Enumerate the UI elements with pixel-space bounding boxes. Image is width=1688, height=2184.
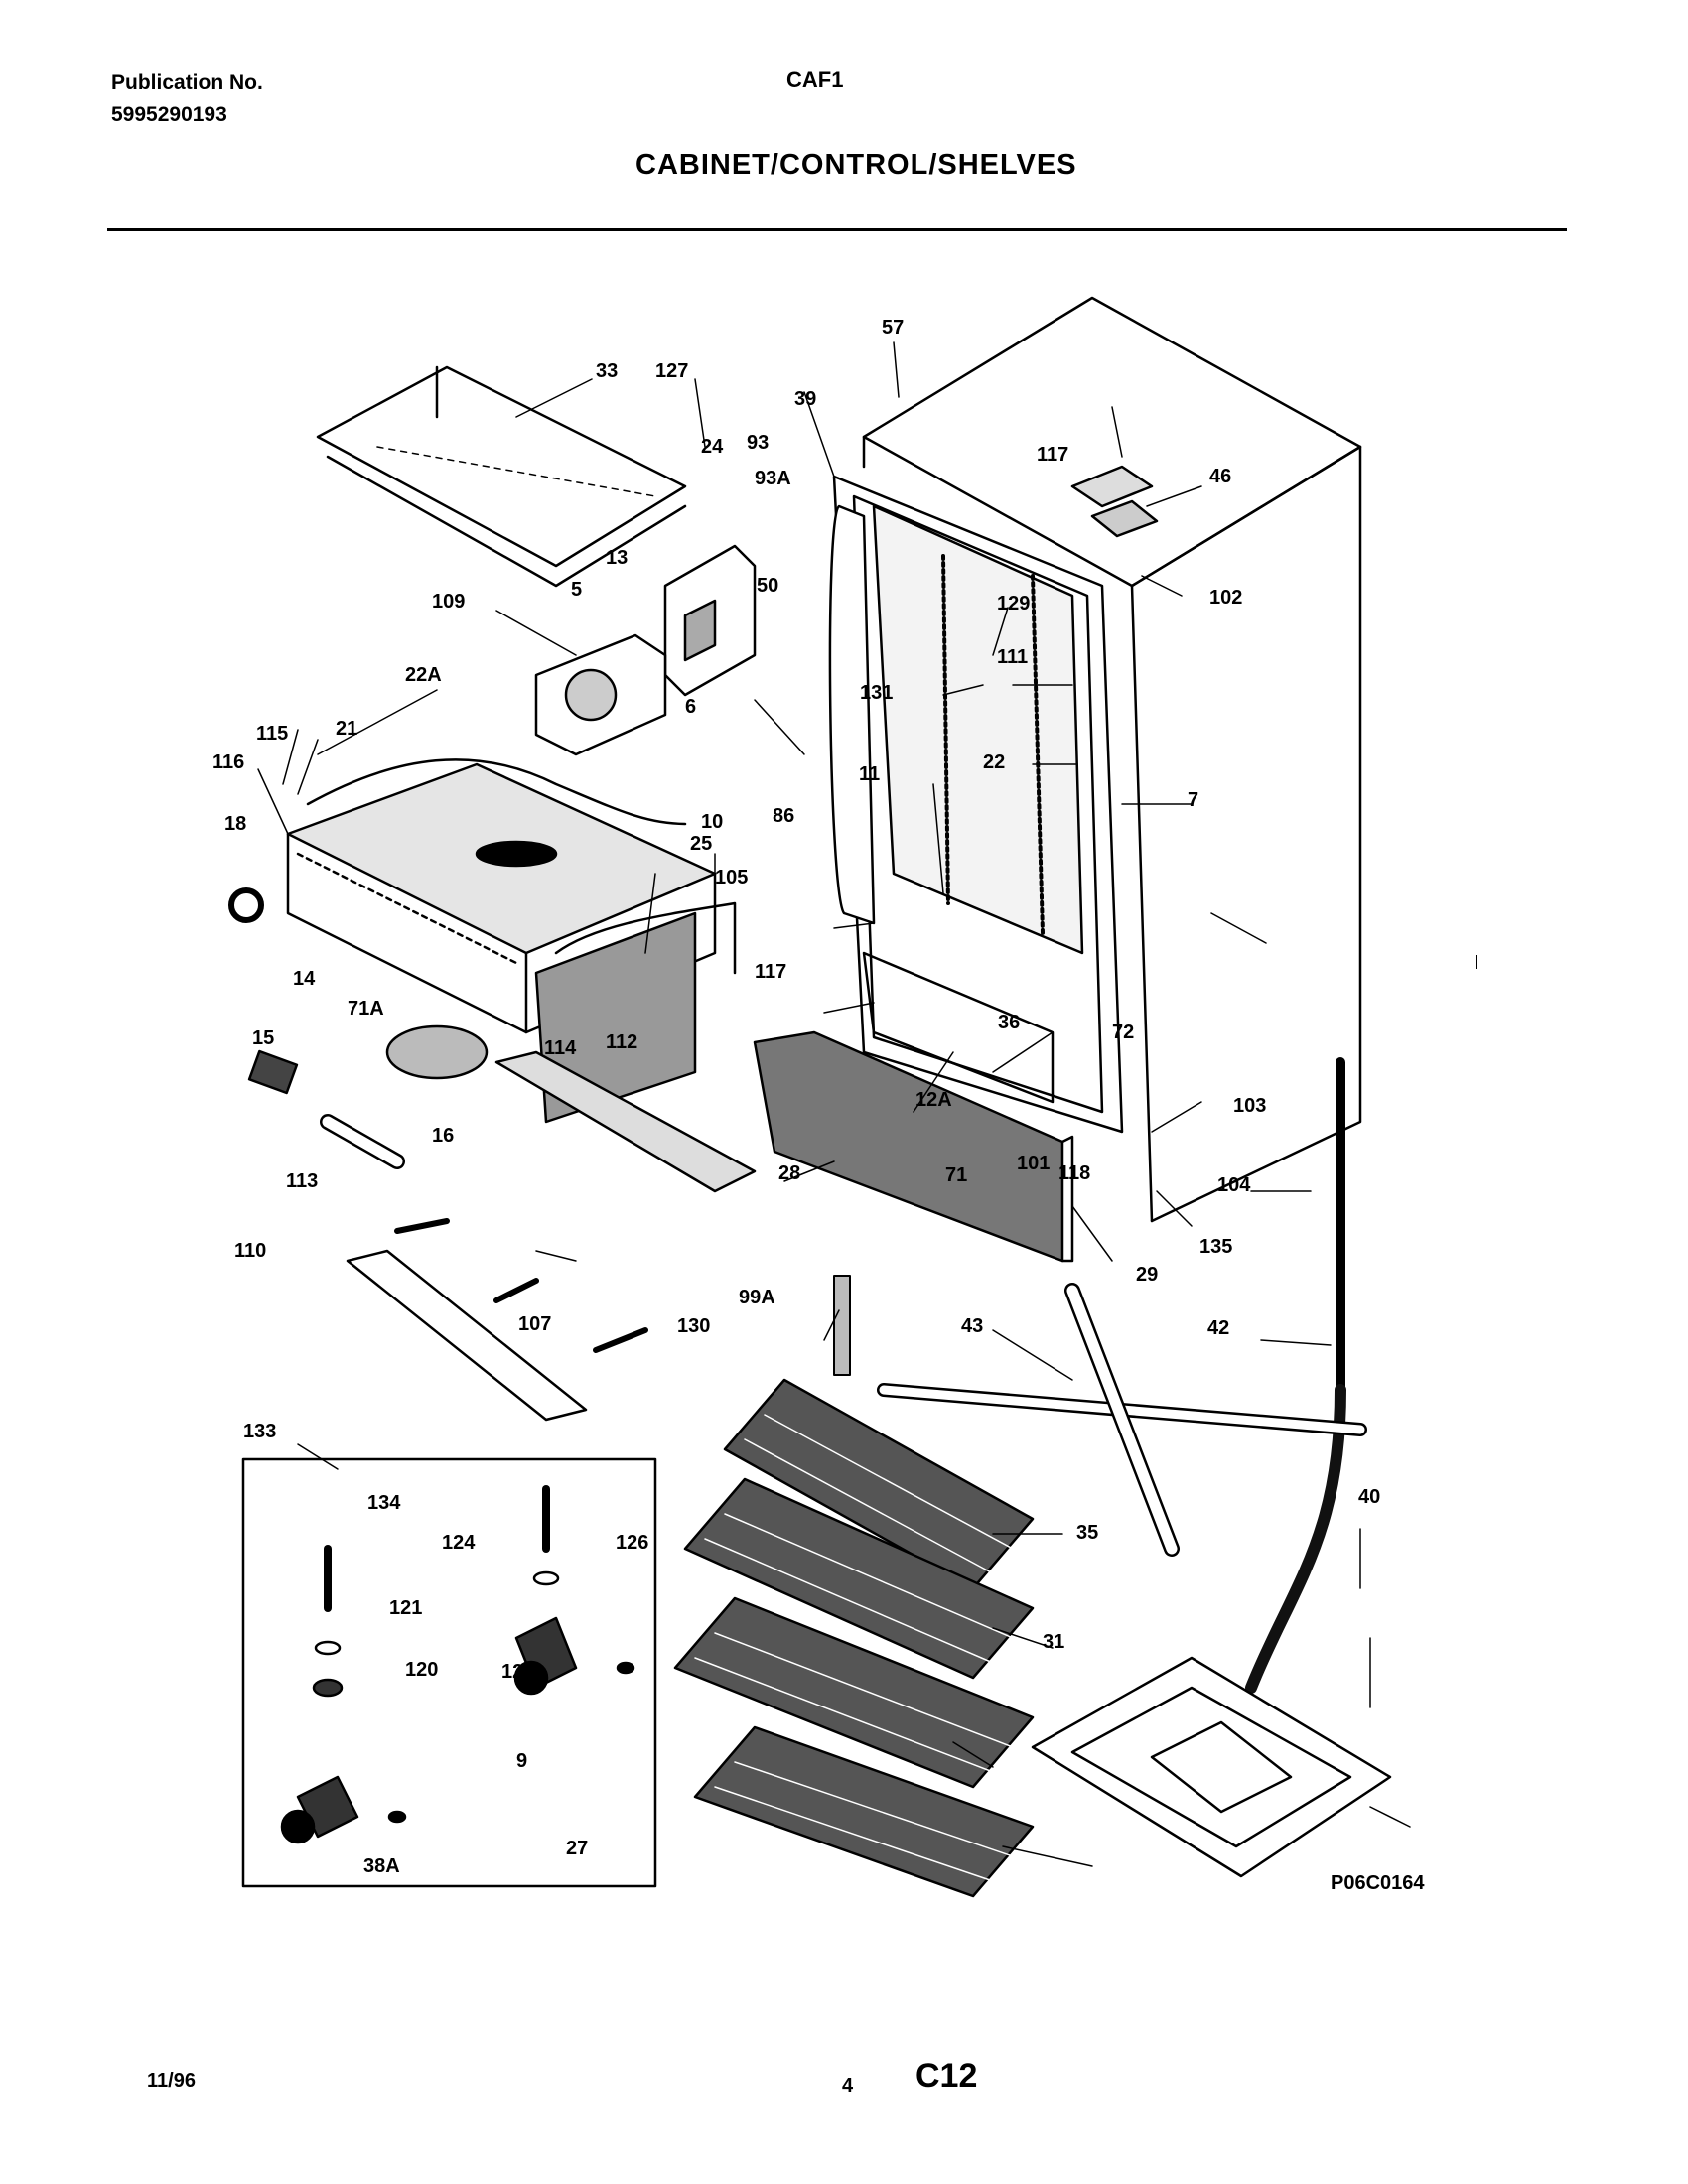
model-number: CAF1: [786, 68, 844, 92]
part-callout-46: 46: [1209, 466, 1231, 487]
part-callout-110: 110: [234, 1240, 266, 1262]
part-callout-117: 117: [755, 961, 786, 983]
part-callout-13: 13: [606, 547, 628, 569]
part-callout-117: 117: [1037, 444, 1068, 466]
page-title: CABINET/CONTROL/SHELVES: [635, 149, 1077, 181]
edge-mark: [1476, 955, 1477, 969]
cabinet-body: [828, 296, 1362, 1223]
part-callout-116: 116: [212, 751, 244, 773]
part-callout-107: 107: [518, 1313, 551, 1335]
exploded-parts-diagram: 33127249393A1355010922A21115116182510511…: [212, 296, 1411, 1898]
part-callout-10: 10: [701, 811, 723, 833]
evaporator-assembly: [286, 762, 717, 1124]
part-callout-114: 114: [544, 1037, 577, 1059]
part-callout-5: 5: [571, 579, 582, 601]
publication-number: 5995290193: [111, 103, 227, 126]
part-callout-36: 36: [998, 1012, 1020, 1033]
part-callout-50: 50: [757, 575, 778, 597]
part-callout-40: 40: [1358, 1486, 1380, 1508]
drain-pan: [1031, 1656, 1392, 1878]
lower-trim: [494, 1050, 757, 1193]
part-callout-29: 29: [1136, 1264, 1158, 1286]
publication-label: Publication No.: [111, 71, 263, 94]
part-callout-134: 134: [367, 1492, 401, 1514]
part-callout-118: 118: [1058, 1162, 1090, 1184]
part-callout-120: 120: [405, 1659, 438, 1681]
part-callout-16: 16: [432, 1125, 454, 1147]
rear-bracket: [316, 365, 687, 588]
part-callout-129: 129: [997, 593, 1030, 614]
part-callout-18: 18: [224, 813, 246, 835]
part-callout-113: 113: [286, 1170, 318, 1192]
part-callout-12A: 12A: [915, 1089, 952, 1111]
part-callout-99A: 99A: [739, 1287, 775, 1308]
part-callout-72: 72: [1112, 1022, 1134, 1043]
part-callout-103: 103: [1233, 1095, 1266, 1117]
part-callout-109: 109: [432, 591, 465, 613]
part-callout-31: 31: [1043, 1631, 1064, 1653]
footer-date: 11/96: [147, 2070, 196, 2092]
part-callout-111: 111: [997, 646, 1028, 668]
part-callout-71A: 71A: [348, 998, 384, 1020]
part-callout-102: 102: [1209, 587, 1242, 609]
part-callout-135: 135: [1199, 1236, 1232, 1258]
part-callout-124: 124: [442, 1532, 476, 1554]
part-callout-14: 14: [293, 968, 316, 990]
part-callout-131: 131: [860, 682, 893, 704]
part-callout-105: 105: [715, 867, 748, 888]
tubing: [306, 758, 687, 826]
part-callout-42: 42: [1207, 1317, 1229, 1339]
part-callout-22: 22: [983, 751, 1005, 773]
top-hinge-bracket: [1070, 465, 1159, 538]
part-callout-35: 35: [1076, 1522, 1098, 1544]
part-callout-130: 130: [677, 1315, 710, 1337]
part-callout-6: 6: [685, 696, 696, 718]
part-callout-101: 101: [1017, 1153, 1050, 1174]
part-callout-104: 104: [1217, 1174, 1251, 1196]
part-callout-27: 27: [566, 1838, 588, 1859]
control-housing: [663, 544, 757, 697]
part-callout-127: 127: [655, 360, 688, 382]
part-callout-33: 33: [596, 360, 618, 382]
footer-code: C12: [915, 2057, 978, 2095]
part-callout-38A: 38A: [363, 1855, 400, 1877]
part-callout-126: 126: [616, 1532, 648, 1554]
part-callout-43: 43: [961, 1315, 983, 1337]
header-rule: [107, 228, 1567, 231]
part-callout-121: 121: [389, 1597, 422, 1619]
fan-shroud: [385, 1024, 489, 1080]
toe-grille: [753, 1030, 1064, 1263]
part-callout-24: 24: [701, 436, 724, 458]
footer-page: 4: [842, 2075, 854, 2097]
part-callout-93A: 93A: [755, 468, 791, 489]
part-callout-93: 93: [747, 432, 769, 454]
part-callout-9: 9: [516, 1750, 527, 1772]
part-callout-15: 15: [252, 1027, 274, 1049]
part-callout-112: 112: [606, 1031, 637, 1053]
part-callout-7: 7: [1188, 789, 1198, 811]
control-bracket: [534, 633, 667, 756]
part-callout-21: 21: [336, 718, 357, 740]
wire-shelves: [673, 1378, 1035, 1898]
part-callout-28: 28: [778, 1162, 800, 1184]
caster-parts: [280, 1485, 635, 1844]
drawing-code: P06C0164: [1331, 1872, 1425, 1894]
part-callout-39: 39: [794, 388, 816, 410]
lower-bracket: [346, 1249, 588, 1422]
part-callout-122: 122: [501, 1661, 534, 1683]
part-callout-71: 71: [945, 1164, 967, 1186]
part-callout-22A: 22A: [405, 664, 442, 686]
part-callout-86: 86: [773, 805, 794, 827]
part-callout-25: 25: [690, 833, 712, 855]
part-callout-57: 57: [882, 317, 904, 339]
part-callout-133: 133: [243, 1421, 276, 1442]
part-callout-11: 11: [859, 763, 880, 785]
part-callout-115: 115: [256, 723, 288, 745]
